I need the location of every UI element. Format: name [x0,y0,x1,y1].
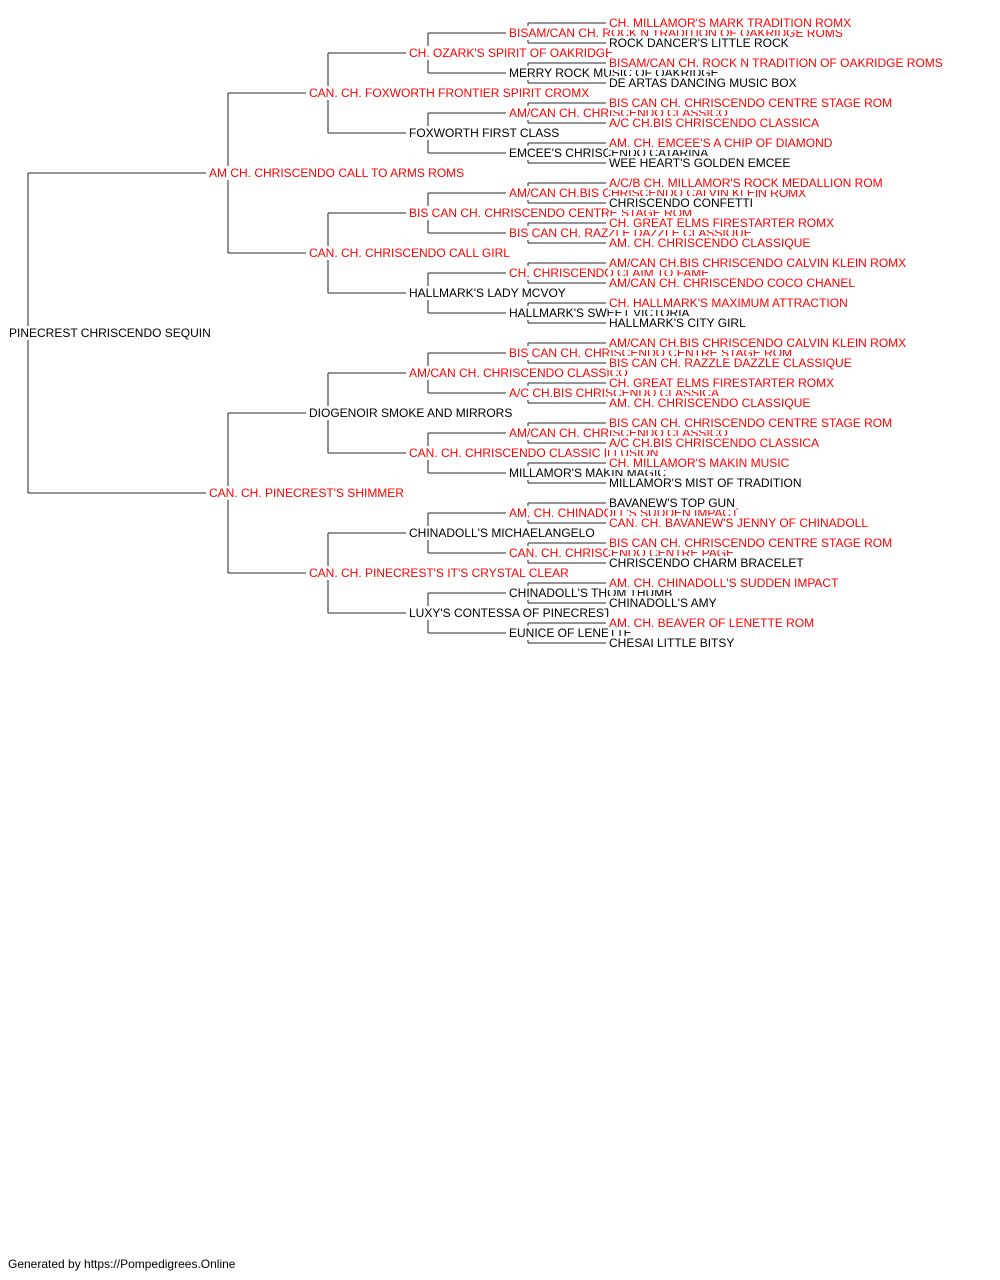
ancestor-name-sire-sire-sire: CH. OZARK'S SPIRIT OF OAKRIDGE [408,46,615,60]
ancestor-name-dam-dam-dam-dam: EUNICE OF LENETTE [508,626,633,640]
ancestor-name-dam-sire-dam-dam-dam: MILLAMOR'S MIST OF TRADITION [608,476,803,490]
ancestor-name-sire-sire-dam-sire-dam: A/C CH.BIS CHRISCENDO CLASSICA [608,116,821,130]
ancestor-name-dam-dam-sire-sire-dam: CAN. CH. BAVANEW'S JENNY OF CHINADOLL [608,516,870,530]
subject-dog-name: PINECREST CHRISCENDO SEQUIN [8,326,212,340]
ancestor-name-sire-dam-dam-dam-dam: HALLMARK'S CITY GIRL [608,316,747,330]
ancestor-name-sire-dam-dam-dam-sire: CH. HALLMARK'S MAXIMUM ATTRACTION [608,296,849,310]
ancestor-name-dam-dam-dam-dam-sire: AM. CH. BEAVER OF LENETTE ROM [608,616,816,630]
ancestor-name-dam-sire-sire-dam-dam: AM. CH. CHRISCENDO CLASSIQUE [608,396,812,410]
ancestor-name-sire-sire-dam-dam-sire: AM. CH. EMCEE'S A CHIP OF DIAMOND [608,136,834,150]
ancestor-name-sire-sire-dam-dam-dam: WEE HEART'S GOLDEN EMCEE [608,156,792,170]
ancestor-name-dam-dam: CAN. CH. PINECREST'S IT'S CRYSTAL CLEAR [308,566,570,580]
ancestor-name-dam-dam-sire-sire-sire: BAVANEW'S TOP GUN [608,496,736,510]
ancestor-name-sire-sire-sire-sire-sire: CH. MILLAMOR'S MARK TRADITION ROMX [608,16,853,30]
ancestor-name-sire-dam-sire-sire-dam: CHRISCENDO CONFETTI [608,196,754,210]
ancestor-name-dam-dam-dam-dam-dam: CHESAI LITTLE BITSY [608,636,736,650]
ancestor-name-dam-dam-sire-dam-dam: CHRISCENDO CHARM BRACELET [608,556,805,570]
ancestor-name-sire-dam-sire-dam-sire: CH. GREAT ELMS FIRESTARTER ROMX [608,216,836,230]
ancestor-name-sire: AM CH. CHRISCENDO CALL TO ARMS ROMS [208,166,466,180]
ancestor-name-dam-sire-sire-sire-sire: AM/CAN CH.BIS CHRISCENDO CALVIN KLEIN RO… [608,336,908,350]
ancestor-name-sire-dam-sire-dam-dam: AM. CH. CHRISCENDO CLASSIQUE [608,236,812,250]
ancestor-name-sire-sire-sire-sire-dam: ROCK DANCER'S LITTLE ROCK [608,36,790,50]
ancestor-name-dam-sire-sire: AM/CAN CH. CHRISCENDO CLASSICO [408,366,629,380]
ancestor-name-sire-dam-dam: HALLMARK'S LADY MCVOY [408,286,567,300]
ancestor-name-dam: CAN. CH. PINECREST'S SHIMMER [208,486,405,500]
ancestor-name-sire-dam-dam-sire-sire: AM/CAN CH.BIS CHRISCENDO CALVIN KLEIN RO… [608,256,908,270]
ancestor-name-sire-sire: CAN. CH. FOXWORTH FRONTIER SPIRIT CROMX [308,86,591,100]
ancestor-name-dam-dam-dam: LUXY'S CONTESSA OF PINECREST [408,606,613,620]
generated-by-footer: Generated by https://Pompedigrees.Online [8,1257,236,1271]
ancestor-name-dam-sire-sire-sire-dam: BIS CAN CH. RAZZLE DAZZLE CLASSIQUE [608,356,853,370]
ancestor-name-sire-dam-dam-sire-dam: AM/CAN CH. CHRISCENDO COCO CHANEL [608,276,857,290]
ancestor-name-sire-sire-dam-sire-sire: BIS CAN CH. CHRISCENDO CENTRE STAGE ROM [608,96,894,110]
ancestor-name-dam-dam-dam-sire-dam: CHINADOLL'S AMY [608,596,718,610]
ancestor-name-sire-sire-dam: FOXWORTH FIRST CLASS [408,126,561,140]
ancestor-name-dam-sire-dam: CAN. CH. CHRISCENDO CLASSIC ILLUSION [408,446,660,460]
ancestor-name-dam-sire-sire-dam-sire: CH. GREAT ELMS FIRESTARTER ROMX [608,376,836,390]
ancestor-name-dam-sire-dam-sire-sire: BIS CAN CH. CHRISCENDO CENTRE STAGE ROM [608,416,894,430]
ancestor-name-dam-sire: DIOGENOIR SMOKE AND MIRRORS [308,406,514,420]
ancestor-name-dam-sire-dam-dam-sire: CH. MILLAMOR'S MAKIN MUSIC [608,456,791,470]
ancestor-name-dam-dam-sire-dam-sire: BIS CAN CH. CHRISCENDO CENTRE STAGE ROM [608,536,894,550]
ancestor-name-sire-dam: CAN. CH. CHRISCENDO CALL GIRL [308,246,511,260]
ancestor-name-sire-dam-sire-sire-sire: A/C/B CH. MILLAMOR'S ROCK MEDALLION ROM [608,176,884,190]
ancestor-name-dam-sire-dam-sire-dam: A/C CH.BIS CHRISCENDO CLASSICA [608,436,821,450]
ancestor-name-sire-sire-sire-dam-dam: DE ARTAS DANCING MUSIC BOX [608,76,798,90]
ancestor-name-dam-dam-dam-sire-sire: AM. CH. CHINADOLL'S SUDDEN IMPACT [608,576,840,590]
ancestor-name-dam-dam-sire: CHINADOLL'S MICHAELANGELO [408,526,596,540]
ancestor-name-sire-sire-sire-dam-sire: BISAM/CAN CH. ROCK N TRADITION OF OAKRID… [608,56,944,70]
